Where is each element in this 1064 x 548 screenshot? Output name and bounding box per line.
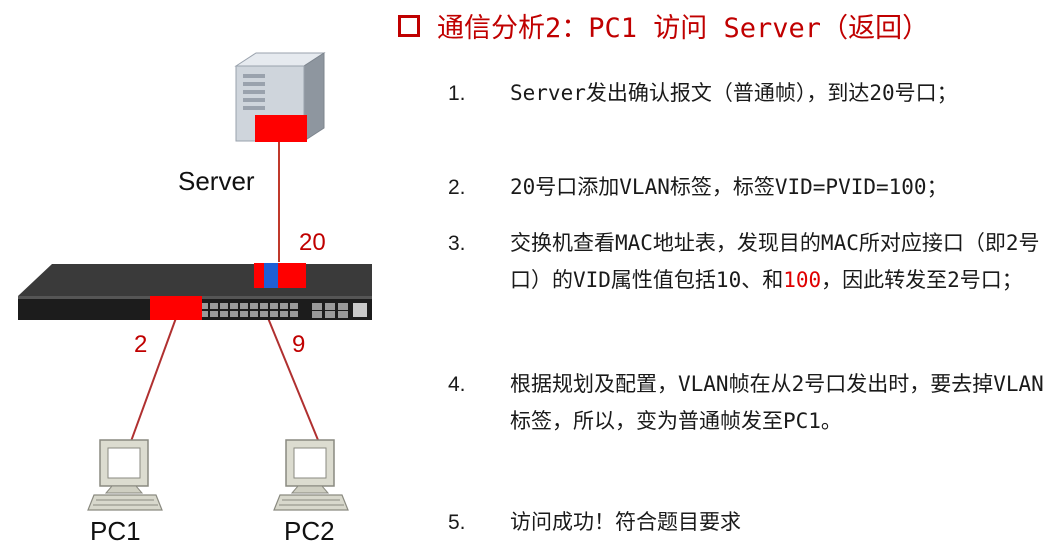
pc1-label: PC1 [90,516,141,546]
step-number: 4. [448,373,466,396]
switch-icon [18,263,372,320]
step-text-part: ，因此转发至2号口； [821,268,1023,292]
step-text: 交换机查看MAC地址表，发现目的MAC所对应接口（即2号口）的VID属性值包括1… [510,225,1055,299]
server-frame-marker [255,115,307,142]
step-text-part: 交换机查看MAC地址表，发现目的MAC所对应接口（即2号口）的VID属性值包括1… [510,231,1040,292]
pc2-icon [273,439,349,511]
server-label: Server [178,166,255,196]
step-text: 根据规划及配置，VLAN帧在从2号口发出时，要去掉VLAN标签，所以，变为普通帧… [510,372,1044,433]
step-number: 5. [448,511,466,534]
step-number: 1. [448,82,466,105]
pc1-icon [87,439,163,511]
step-5: 5. 访问成功！符合题目要求 [440,504,1060,541]
tagged-frame-payload [254,263,306,288]
switch-port-bank [200,303,367,318]
slide-title-text: 通信分析2：PC1 访问 Server（返回） [437,13,930,44]
step-3: 3. 交换机查看MAC地址表，发现目的MAC所对应接口（即2号口）的VID属性值… [440,225,1060,299]
server-icon [234,52,326,142]
vlan-tag-marker [264,263,278,288]
step-number: 2. [448,176,466,199]
step-4: 4. 根据规划及配置，VLAN帧在从2号口发出时，要去掉VLAN标签，所以，变为… [440,366,1060,440]
step-number: 3. [448,232,466,255]
link-switch-pc2 [267,317,319,441]
step-highlight-value: 100 [783,268,822,292]
slide-title: 通信分析2：PC1 访问 Server（返回） [398,6,929,45]
step-text: 访问成功！符合题目要求 [510,510,741,534]
bullet-square-icon [398,14,420,37]
step-2: 2. 20号口添加VLAN标签，标签VID=PVID=100； [440,169,1060,206]
port-2-label: 2 [134,331,148,358]
step-text: 20号口添加VLAN标签，标签VID=PVID=100； [510,175,948,199]
link-switch-pc1 [125,317,177,456]
step-1: 1. Server发出确认报文（普通帧），到达20号口； [440,75,1060,112]
port-20-label: 20 [299,229,326,256]
pc2-label: PC2 [284,516,335,546]
port-9-label: 9 [292,331,306,358]
step-text: Server发出确认报文（普通帧），到达20号口； [510,81,958,105]
network-diagram [18,52,372,511]
port2-frame-marker [150,296,202,320]
